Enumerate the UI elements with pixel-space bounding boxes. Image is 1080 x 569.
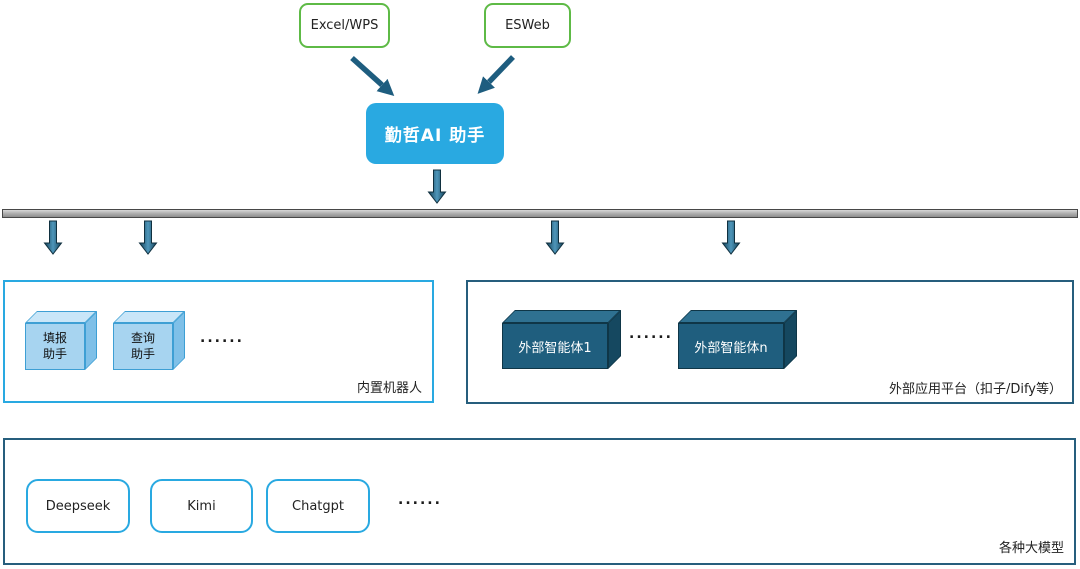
arrow-bus-down-2-icon [139, 220, 157, 255]
cube-front-face: 外部智能体1 [502, 323, 608, 369]
source-box-excel-wps: Excel/WPS [299, 3, 390, 48]
model-box-chatgpt: Chatgpt [266, 479, 370, 533]
external-ellipsis: ...... [629, 326, 673, 342]
arrow-bus-down-3-icon [546, 220, 564, 255]
panel-large-models: 各种大模型 Deepseek Kimi Chatgpt ...... [3, 438, 1076, 565]
bus-bar [2, 209, 1078, 218]
model-box-kimi-label: Kimi [187, 498, 216, 514]
arrow-esweb-to-hub-icon [477, 55, 515, 94]
cube-external-agent-1-label: 外部智能体1 [518, 340, 592, 356]
panel-external-title: 外部应用平台（扣子/Dify等） [888, 382, 1062, 397]
cube-query-assistant-label: 查询 助手 [130, 330, 155, 361]
cube-top-face [678, 310, 797, 323]
arrow-bus-down-1-icon [44, 220, 62, 255]
arrow-bus-down-4-icon [722, 220, 740, 255]
cube-external-agent-n-label: 外部智能体n [694, 340, 768, 356]
cube-front-face: 外部智能体n [678, 323, 784, 369]
model-box-chatgpt-label: Chatgpt [292, 498, 344, 514]
source-box-excel-wps-label: Excel/WPS [310, 18, 379, 33]
source-box-esweb: ESWeb [484, 3, 571, 48]
source-box-esweb-label: ESWeb [505, 18, 550, 33]
arrow-hub-to-bus-icon [428, 169, 446, 204]
cube-top-face [502, 310, 621, 323]
hub-box-label: 勤哲AI 助手 [384, 126, 486, 146]
builtin-ellipsis: ...... [200, 330, 244, 346]
panel-models-title: 各种大模型 [998, 541, 1064, 556]
cube-front-face: 查询 助手 [113, 323, 173, 370]
hub-box-qinzhe-ai: 勤哲AI 助手 [366, 103, 504, 164]
model-box-deepseek-label: Deepseek [45, 498, 111, 514]
cube-fill-assistant-label: 填报 助手 [42, 330, 67, 361]
panel-builtin-title: 内置机器人 [356, 381, 422, 396]
model-box-kimi: Kimi [150, 479, 253, 533]
model-box-deepseek: Deepseek [26, 479, 130, 533]
models-ellipsis: ...... [398, 492, 442, 508]
arrow-excel-to-hub-icon [350, 55, 395, 97]
cube-front-face: 填报 助手 [25, 323, 85, 370]
